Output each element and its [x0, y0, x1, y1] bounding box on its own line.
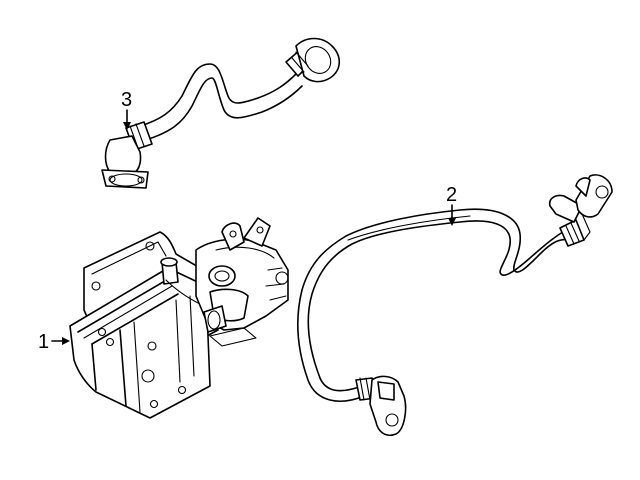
callout-number: 2: [446, 184, 457, 206]
callout-2: 2: [446, 184, 457, 226]
upper-hose-part-3[interactable]: [101, 37, 341, 189]
callout-1: 1: [38, 331, 70, 353]
callout-number: 1: [38, 331, 49, 353]
lower-hose-part-2[interactable]: [296, 174, 613, 437]
callout-3: 3: [121, 89, 132, 130]
oil-cooler-part-1[interactable]: [69, 217, 289, 419]
callout-number: 3: [121, 89, 132, 111]
